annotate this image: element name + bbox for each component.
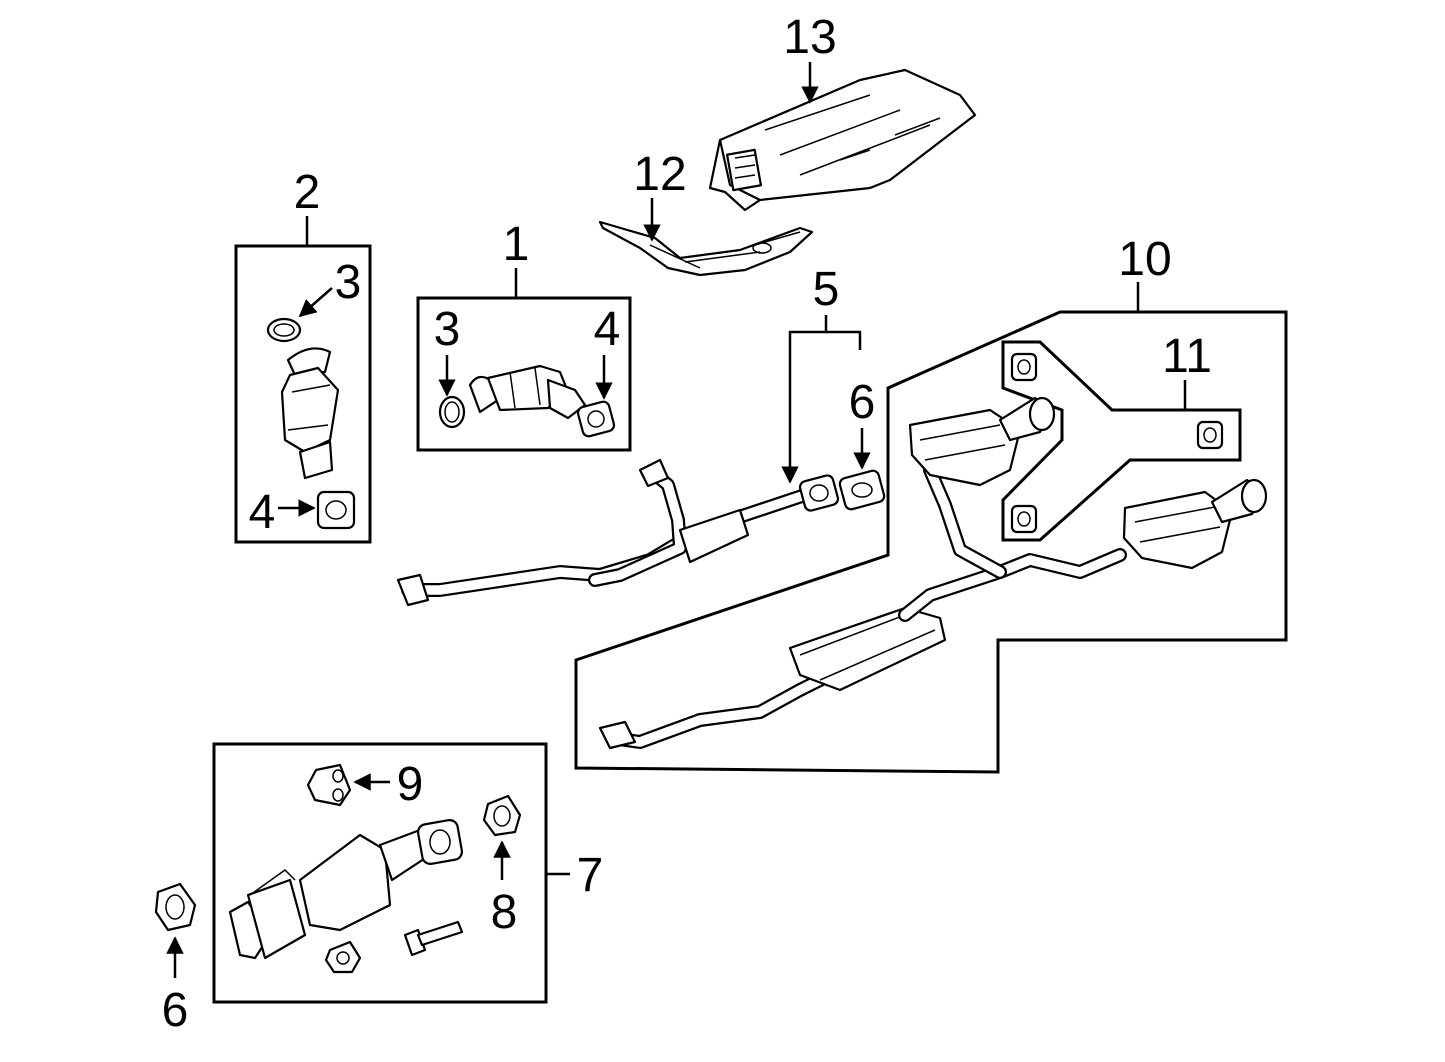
gasket-flange-left[interactable] — [316, 490, 356, 530]
converter-gasket-9[interactable] — [306, 763, 352, 807]
gasket-ring-center[interactable] — [438, 395, 466, 429]
gasket-ring-left[interactable] — [266, 317, 302, 343]
part-2-box — [234, 244, 372, 544]
callout-6-bottom: 6 — [162, 984, 189, 1037]
rubber-hanger-1[interactable] — [1010, 352, 1038, 382]
part-11-box — [1001, 340, 1242, 542]
callout-10: 10 — [1118, 233, 1171, 286]
converter-bolt[interactable] — [403, 920, 464, 957]
converter-gasket-8[interactable] — [482, 794, 522, 837]
callout-11: 11 — [1162, 330, 1212, 383]
rubber-hanger-2[interactable] — [1196, 420, 1224, 450]
callout-5: 5 — [813, 263, 840, 316]
callout-4-center: 4 — [594, 303, 621, 356]
callout-3-left: 3 — [335, 256, 362, 309]
front-pipe[interactable] — [396, 458, 840, 607]
callout-9: 9 — [397, 758, 424, 811]
callout-12: 12 — [633, 148, 686, 201]
callout-6-top: 6 — [849, 376, 876, 429]
catalytic-converter-left[interactable] — [280, 347, 340, 480]
heat-shield-lower[interactable] — [598, 220, 814, 277]
rubber-hanger-3[interactable] — [1010, 504, 1038, 534]
muffler-assembly[interactable] — [598, 396, 1268, 750]
callout-2: 2 — [294, 166, 321, 219]
callout-7: 7 — [577, 849, 604, 902]
converter-nut[interactable] — [324, 940, 362, 974]
callout-1: 1 — [503, 218, 530, 271]
callout-8: 8 — [491, 886, 518, 939]
heat-shield-upper[interactable] — [708, 68, 977, 212]
catalytic-converter-center[interactable] — [468, 364, 587, 420]
gasket-flange-center[interactable] — [576, 400, 616, 438]
callout-4-left: 4 — [249, 486, 276, 539]
callout-13: 13 — [783, 11, 836, 64]
catalytic-converter-rear[interactable] — [228, 818, 464, 960]
gasket-flange-intermediate[interactable] — [838, 469, 886, 511]
callout-3-center: 3 — [434, 303, 461, 356]
gasket-flange-lower-left[interactable] — [154, 882, 197, 932]
part-1-box — [416, 296, 632, 452]
part-10-box — [574, 310, 1288, 774]
